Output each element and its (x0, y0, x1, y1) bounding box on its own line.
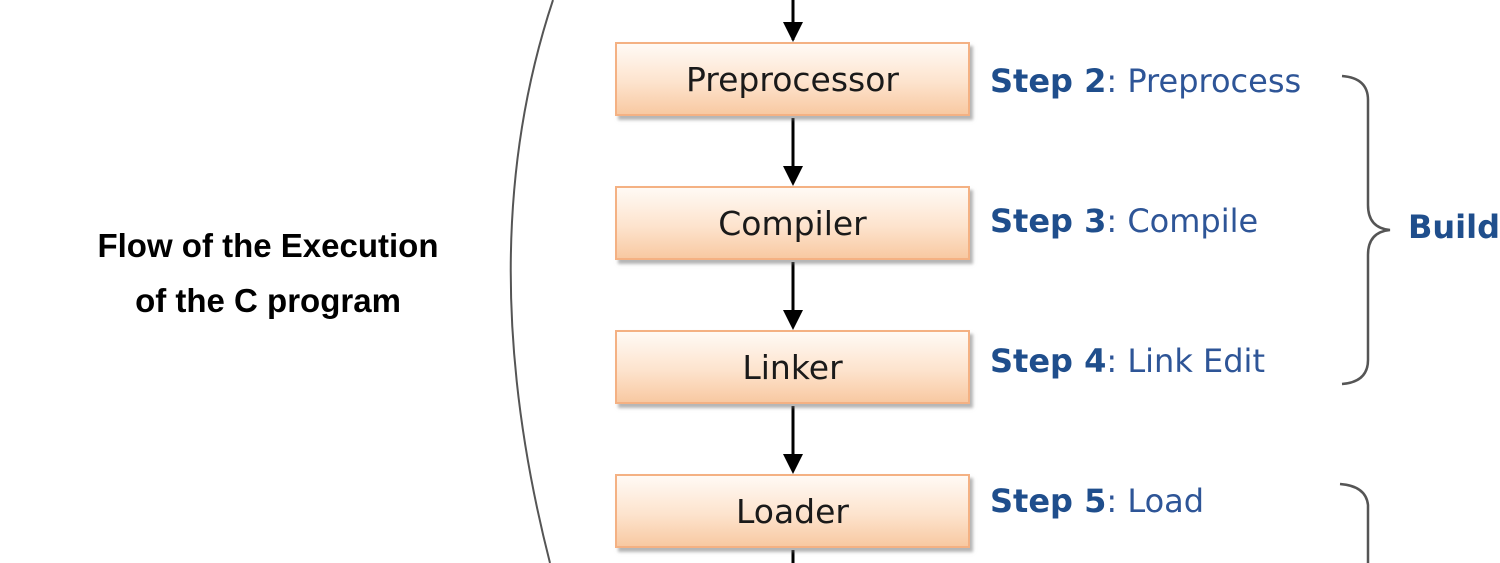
box-label: Preprocessor (685, 59, 900, 99)
arrowhead (783, 310, 803, 330)
step-5-label: Step 5: Load (990, 482, 1204, 520)
build-brace (1341, 74, 1391, 386)
step-separator: : (1106, 62, 1128, 100)
step-number: Step 4 (990, 342, 1107, 380)
step-separator: : (1106, 482, 1128, 520)
compiler-box: Compiler (615, 186, 970, 260)
box-label: Compiler (718, 203, 867, 243)
step-4-label: Step 4: Link Edit (990, 342, 1265, 380)
step-text: Link Edit (1127, 342, 1265, 380)
arrowhead (783, 166, 803, 186)
step-number: Step 2 (990, 62, 1107, 100)
step-2-label: Step 2: Preprocess (990, 62, 1301, 100)
linker-box: Linker (615, 330, 970, 404)
arrowhead (783, 454, 803, 474)
step-3-label: Step 3: Compile (990, 202, 1258, 240)
box-label: Loader (735, 491, 850, 531)
step-number: Step 5 (990, 482, 1107, 520)
loader-box: Loader (615, 474, 970, 548)
step-number: Step 3 (990, 202, 1107, 240)
step-text: Preprocess (1127, 62, 1302, 100)
step-text: Compile (1127, 202, 1259, 240)
diagram-title: Flow of the Execution of the C program (28, 218, 508, 328)
preprocessor-box: Preprocessor (615, 42, 970, 116)
title-line-2: of the C program (135, 282, 401, 319)
left-brace-arc (509, 0, 554, 563)
box-label: Linker (742, 347, 843, 387)
step-separator: : (1106, 202, 1128, 240)
run-brace-partial (1339, 482, 1370, 563)
step-separator: : (1106, 342, 1128, 380)
arrowhead (783, 22, 803, 42)
title-line-1: Flow of the Execution (97, 227, 439, 264)
step-text: Load (1127, 482, 1205, 520)
build-group-label: Build (1408, 208, 1500, 246)
